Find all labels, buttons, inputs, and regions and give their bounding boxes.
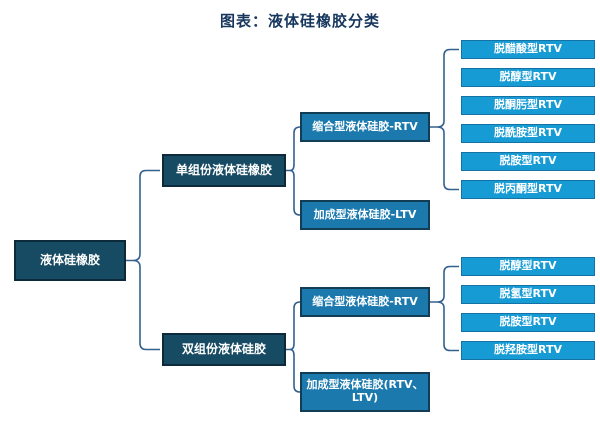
node-deamine-rtv-1: 脱胺型RTV xyxy=(461,152,595,171)
node-deacetone-rtv: 脱丙酮型RTV xyxy=(461,180,595,199)
node-dehydroxylamine-rtv: 脱羟胺型RTV xyxy=(461,341,595,360)
brace-l3a-to-l4 xyxy=(430,48,459,191)
node-dehydrogen-rtv: 脱氢型RTV xyxy=(461,285,595,304)
node-condensation-rtv-2: 缩合型液体硅胶-RTV xyxy=(300,287,430,317)
node-condensation-rtv-1: 缩合型液体硅胶-RTV xyxy=(300,112,430,142)
brace-l3c-to-l4 xyxy=(430,265,459,352)
node-two-component: 双组份液体硅胶 xyxy=(162,333,286,366)
brace-l2b-to-l3 xyxy=(286,301,301,393)
node-dealcohol-rtv-1: 脱醇型RTV xyxy=(461,68,595,87)
diagram-title: 图表：液体硅橡胶分类 xyxy=(219,12,380,30)
brace-root-to-l2 xyxy=(126,169,160,351)
node-deamide-rtv: 脱酰胺型RTV xyxy=(461,124,595,143)
node-root: 液体硅橡胶 xyxy=(14,240,126,281)
node-deamine-rtv-2: 脱胺型RTV xyxy=(461,313,595,332)
node-single-component: 单组份液体硅橡胶 xyxy=(162,154,286,187)
node-deacetic-rtv: 脱醋酸型RTV xyxy=(461,40,595,59)
node-addition-ltv: 加成型液体硅胶-LTV xyxy=(300,200,430,230)
node-addition-rtv-ltv: 加成型液体硅胶(RTV、LTV) xyxy=(300,372,430,412)
node-dealcohol-rtv-2: 脱醇型RTV xyxy=(461,257,595,276)
node-deketoxime-rtv: 脱酮肟型RTV xyxy=(461,96,595,115)
brace-l2a-to-l3 xyxy=(286,126,301,216)
